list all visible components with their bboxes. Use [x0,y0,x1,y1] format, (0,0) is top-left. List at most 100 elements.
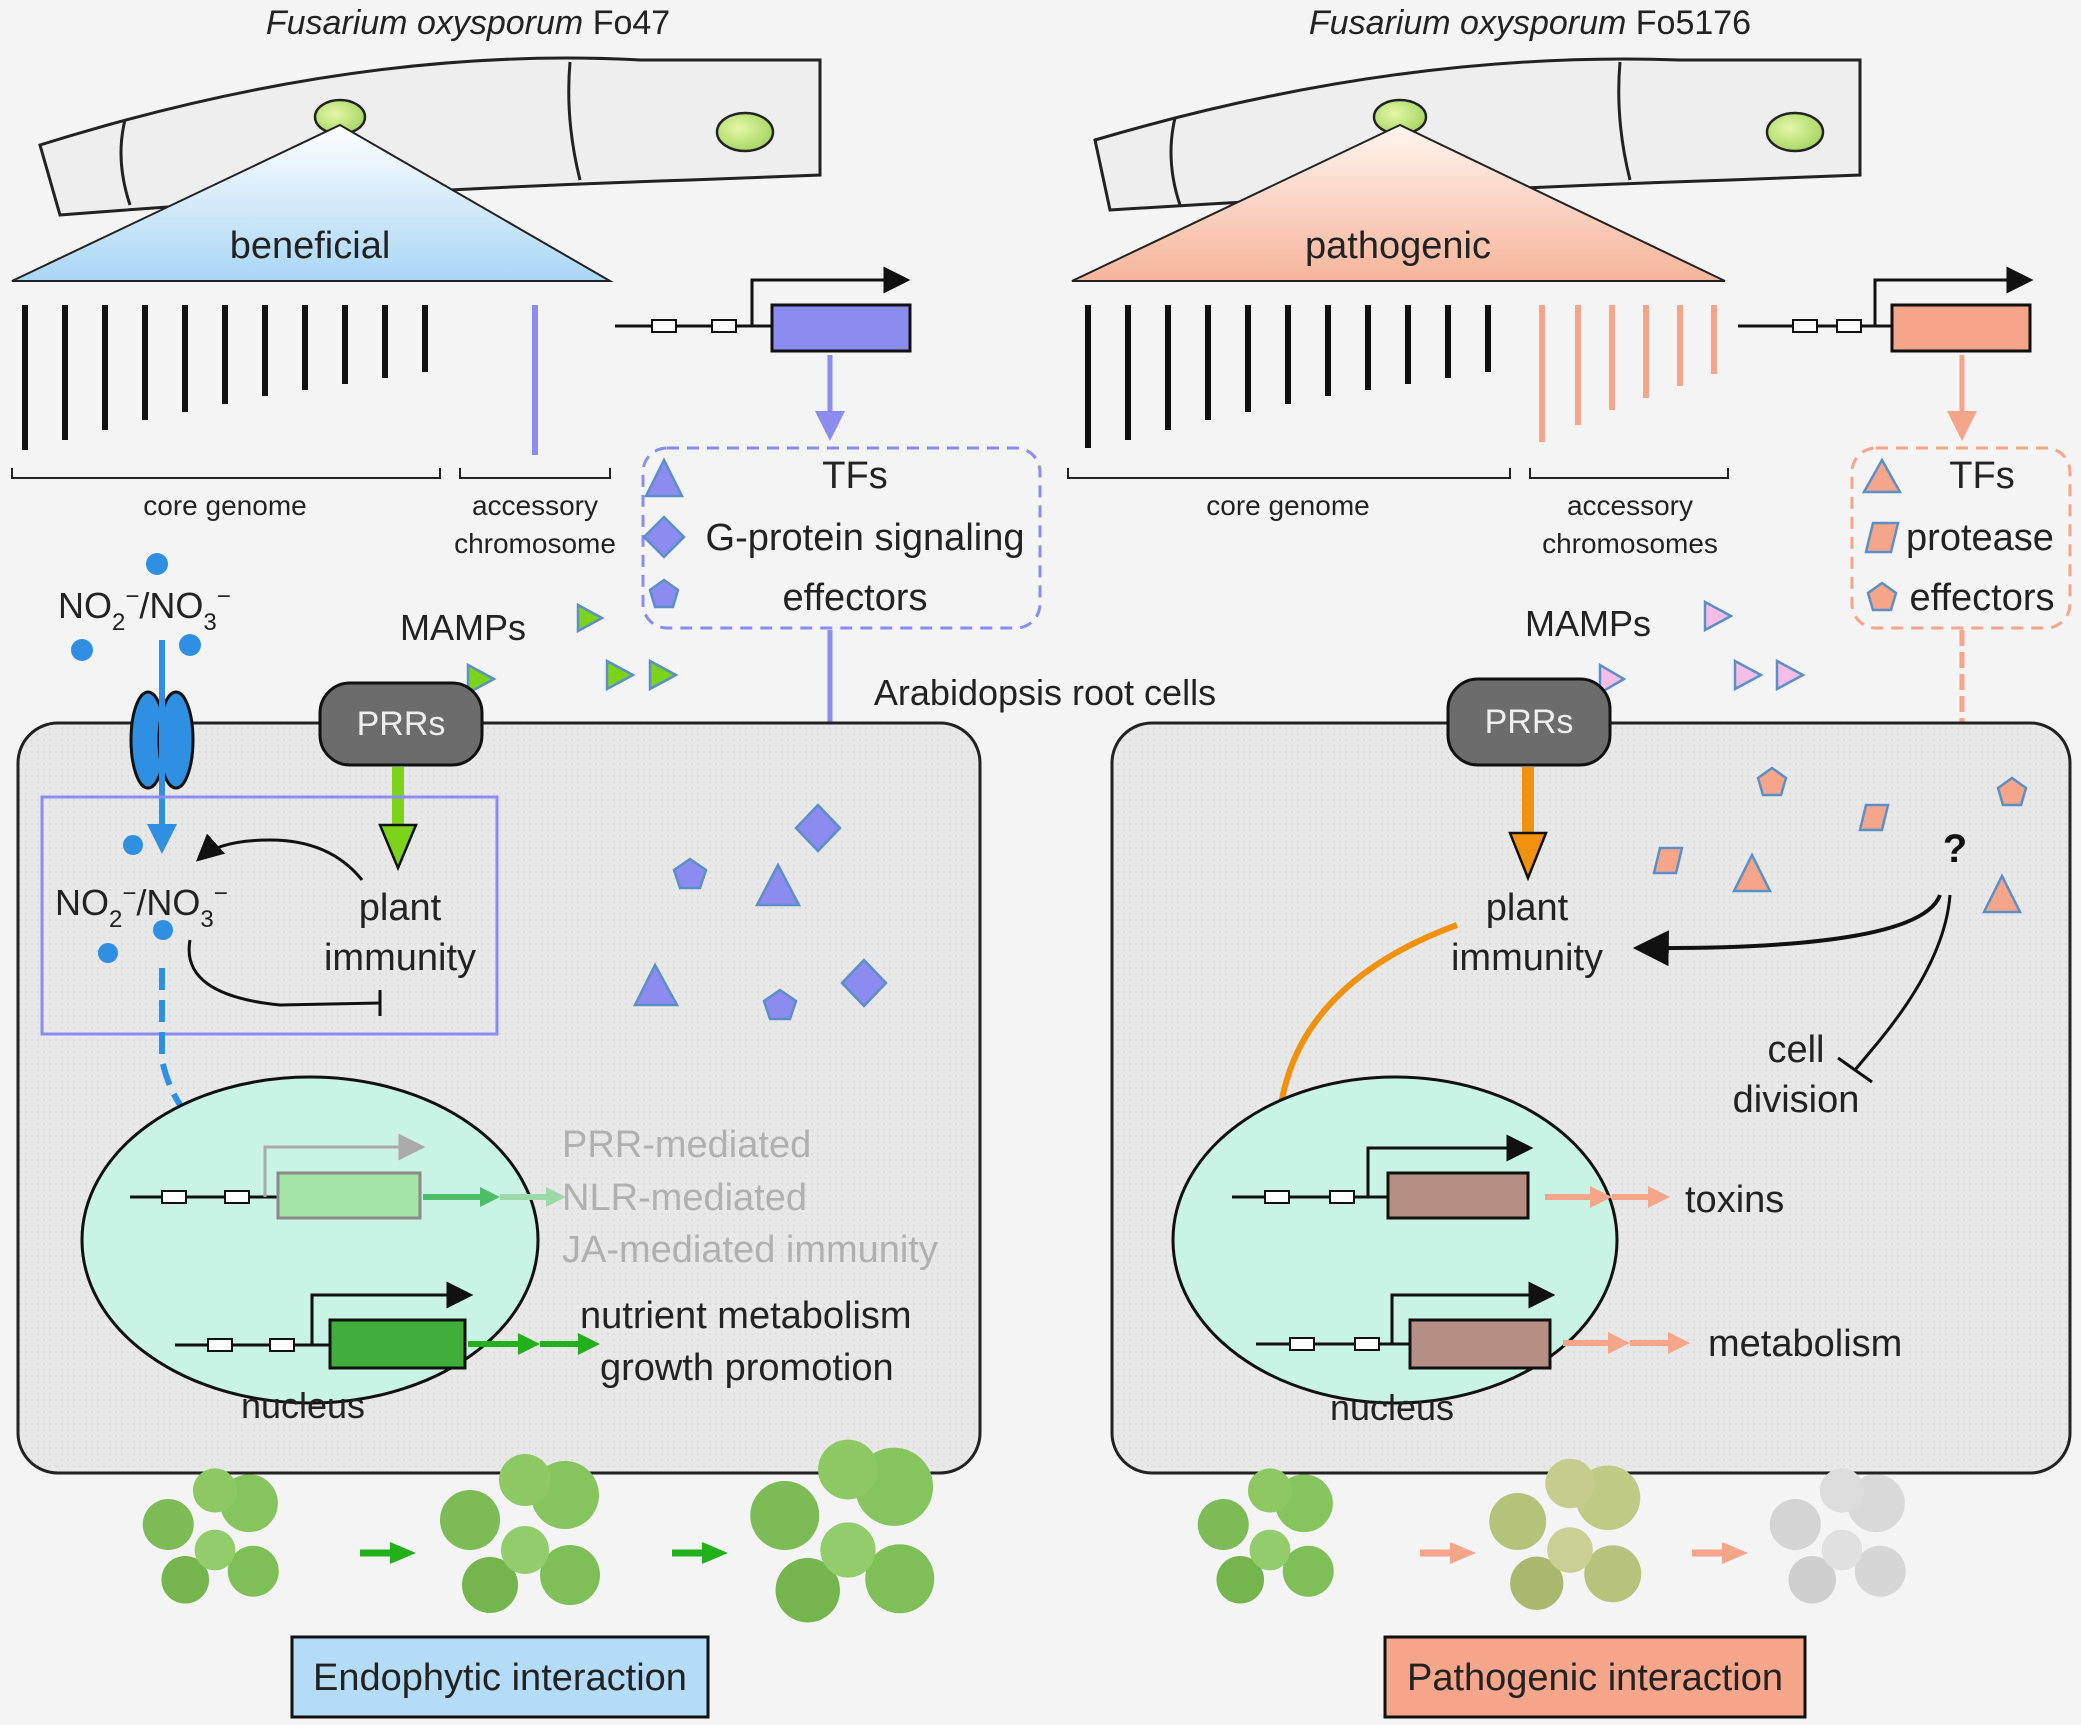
effector-pentagon-icon [1866,581,1898,612]
nitrate-dots [71,553,201,963]
right-prrs-label: PRRs [1485,703,1574,741]
right-genome-label: pathogenic [1305,225,1491,267]
right-box-effectors: effectors [1909,577,2054,619]
cell-label: cell [1767,1029,1824,1071]
left-mamp-triangles [466,602,679,696]
seedling-icon [142,1468,279,1604]
seedling-icon [440,1454,600,1613]
division-label: division [1733,1079,1860,1121]
left-plant-label: plant [359,887,442,929]
left-genome-triangle [11,123,614,282]
decline-arrowhead [1450,1542,1476,1564]
left-box-effectors: effectors [782,577,927,619]
right-gene [1738,266,2034,353]
growth-arrowhead [702,1542,728,1564]
arabidopsis-root-cells-label: Arabidopsis root cells [874,672,1216,713]
endophytic-interaction-box [290,1635,710,1719]
left-mamps-label: MAMPs [400,607,526,648]
effector-pentagon-icon [648,578,680,609]
core-genome-label: core genome [1206,490,1369,521]
right-toxin-gene [1232,1134,1534,1220]
unknown-target-label: ? [1943,827,1967,871]
right-panel: Fusarium oxysporum Fo5176 pathogenic [1067,4,2072,1719]
right-core-chromosomes [1085,305,1491,448]
right-accessory-chromosomes [1539,305,1717,442]
faded-output-arrowhead [480,1187,500,1207]
left-prrs-label: PRRs [357,705,446,743]
inhibition-bar [1837,1056,1873,1084]
growth-arrowhead [390,1542,416,1564]
immunity-signal-arrowhead [378,823,418,872]
core-genome-label: core genome [143,490,306,521]
left-faded-gene [130,1133,426,1220]
metabolism-label: metabolism [1708,1323,1902,1365]
right-secreted-box [1850,446,2072,630]
tf-triangle-icon [643,457,685,498]
gprotein-diamond-icon [642,515,686,559]
faded-prr: PRR-mediated [562,1124,811,1166]
endophytic-plant-progression [142,1439,935,1623]
growth-output-arrowhead [578,1333,600,1355]
nitrate-transporter-icon [129,690,195,790]
left-secreted-box [641,446,1042,630]
faded-nlr: NLR-mediated [562,1177,807,1219]
seedling-icon [1489,1458,1642,1610]
right-mamps-label: MAMPs [1525,603,1651,644]
left-nucleus-label: nucleus [241,1385,365,1426]
tf-triangle-icon [1861,457,1903,494]
right-internal-effectors [1652,766,2028,914]
left-active-gene [175,1281,474,1370]
right-nucleus-label: nucleus [1330,1387,1454,1428]
accessory-label-1: accessory [472,490,598,521]
pathogenic-interaction-box [1383,1635,1807,1719]
feedback-box [40,795,499,1036]
left-panel: Fusarium oxysporum Fo47 beneficial [11,4,1042,1719]
seedling-icon [1197,1468,1334,1604]
core-bracket [1067,468,1511,479]
right-metabolism-gene [1256,1281,1556,1370]
right-immunity-label: immunity [1451,937,1603,979]
accessory-bracket [1529,468,1729,479]
feedback-arrow [195,833,364,881]
faded-ja: JA-mediated immunity [562,1229,938,1271]
left-internal-effectors [632,803,888,1021]
left-box-gprotein: G-protein signaling [706,517,1025,559]
pathogenic-interaction-label: Pathogenic interaction [1407,1657,1783,1699]
accessory-bracket [459,468,611,479]
metabolism-output-arrowhead [1668,1332,1690,1354]
decline-arrowhead [1722,1542,1748,1564]
left-gene [615,266,912,353]
accessory-label-2: chromosomes [1542,528,1718,559]
accessory-label-1: accessory [1567,490,1693,521]
left-immunity-label: immunity [324,937,476,979]
growth-promotion-label: growth promotion [600,1347,894,1389]
toxins-label: toxins [1685,1179,1784,1221]
right-species-title: Fusarium oxysporum Fo5176 [1309,4,1751,42]
seedling-icon [1769,1468,1906,1604]
inhibition-line [1853,894,1952,1071]
faded-output-arrowhead [546,1187,566,1207]
left-nitrate-outer: NO2−/NO3− [58,583,231,636]
hypha-nucleus [715,111,775,153]
right-plant-label: plant [1486,887,1569,929]
left-nucleus [80,1075,540,1405]
right-genome-triangle [1071,123,1726,282]
suppression-arrow [1632,894,1942,967]
endophytic-interaction-label: Endophytic interaction [313,1657,687,1699]
accessory-label-2: chromosome [454,528,616,559]
left-genome-label: beneficial [230,225,391,267]
right-mamp-triangles [1598,599,1806,696]
growth-output-arrowhead [518,1333,540,1355]
left-core-chromosomes [22,305,428,450]
seedling-icon [750,1439,935,1623]
toxin-output-arrowhead [1648,1186,1670,1208]
hypha-nucleus [1765,111,1825,153]
left-box-tfs: TFs [822,455,887,497]
left-nitrate-inner: NO2−/NO3− [55,880,228,933]
left-prrs-receptor [318,681,484,767]
inhibition-line [187,939,381,1007]
nutrient-metabolism-label: nutrient metabolism [580,1295,912,1337]
core-bracket [11,468,441,479]
